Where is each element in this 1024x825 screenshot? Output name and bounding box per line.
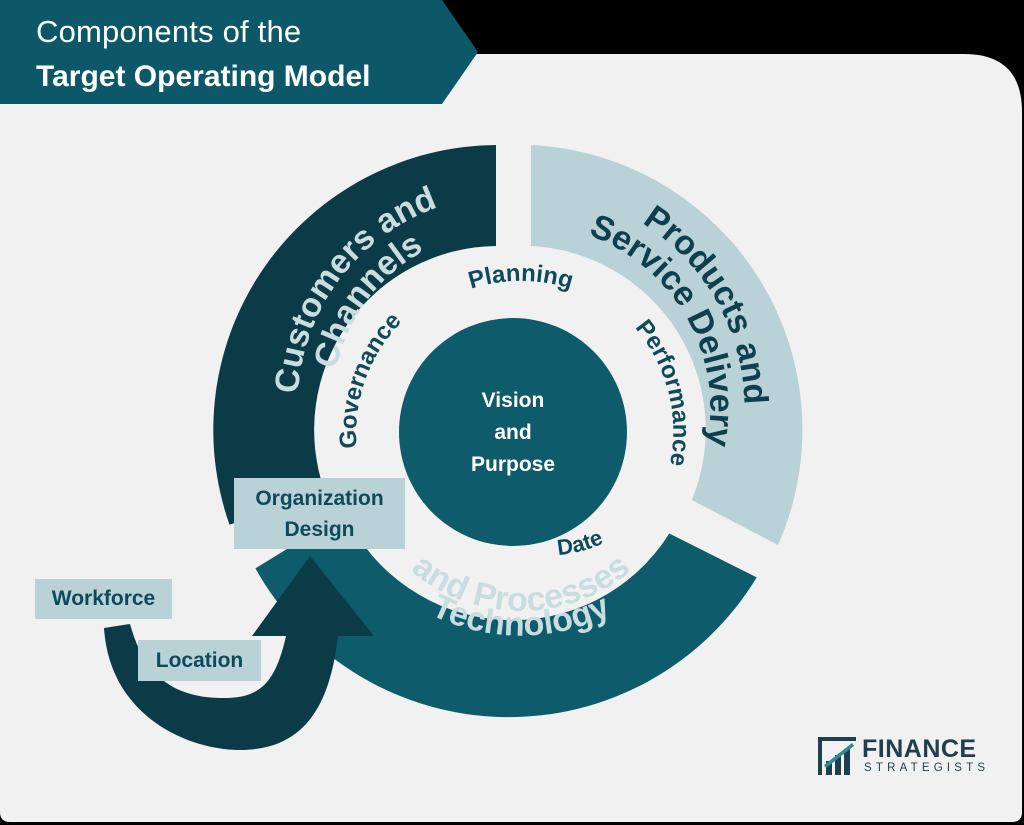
center-label-line3: Purpose <box>471 453 555 476</box>
tag-location: Location <box>138 640 261 681</box>
ring-segment-products <box>531 145 803 545</box>
ring-segment-customers <box>213 145 496 525</box>
center-label-line2: and <box>494 421 531 444</box>
brand: FINANCE STRATEGISTS <box>818 733 985 779</box>
finance-strategists-logo-icon <box>818 737 856 775</box>
brand-subtitle: STRATEGISTS <box>864 762 990 774</box>
center-circle <box>399 318 627 546</box>
page-title-line2: Target Operating Model <box>36 60 371 93</box>
title-banner <box>0 0 478 104</box>
tag-organization-line2: Design <box>284 517 355 541</box>
curved-arrow <box>104 556 374 750</box>
tag-workforce: Workforce <box>35 579 172 619</box>
page-title-line1: Components of the <box>36 14 302 49</box>
brand-name: FINANCE <box>862 735 977 763</box>
ring-segment-technology <box>255 513 757 718</box>
center-label-line1: Vision <box>482 389 545 412</box>
tag-organization-design: Organization Design <box>234 478 405 549</box>
tag-organization-line1: Organization <box>255 486 384 510</box>
